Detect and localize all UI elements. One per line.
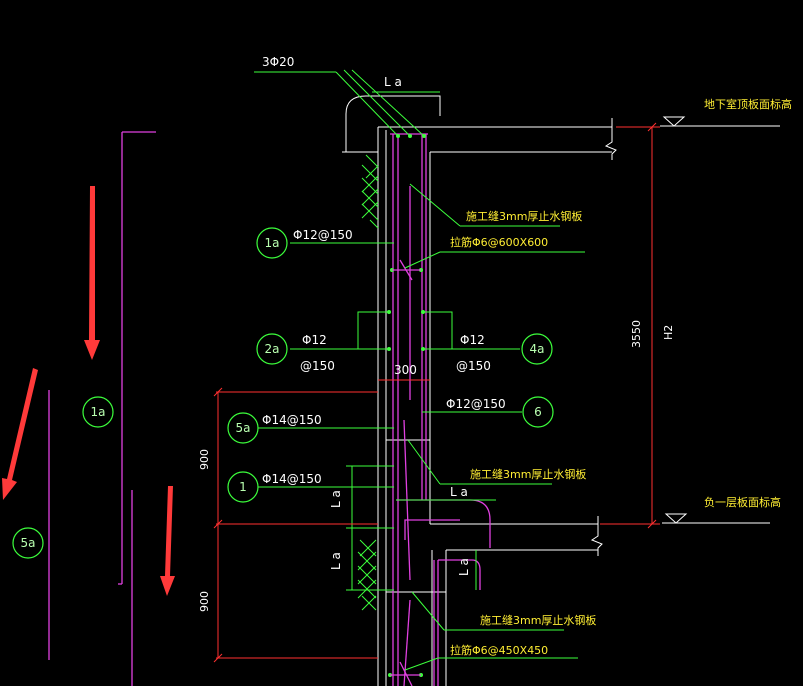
- label-dim3550: 3550: [630, 320, 643, 348]
- label-top-bar: 3Φ20: [262, 55, 294, 69]
- bubble-1a: [256, 227, 288, 259]
- label-rebar-1a: Φ12@150: [293, 228, 353, 242]
- label-tie1: 拉筋Φ6@600X600: [450, 235, 548, 249]
- bubble-1a-text: 1a: [265, 236, 280, 250]
- label-la-top: L a: [384, 75, 402, 89]
- label-tie2: 拉筋Φ6@450X450: [450, 643, 548, 657]
- bubble-6: [522, 396, 554, 428]
- label-la-v3: L a: [457, 558, 471, 576]
- label-rebar-5a: Φ14@150: [262, 413, 322, 427]
- label-spacing-right: @150: [456, 359, 491, 373]
- dimension-lines: [213, 122, 660, 663]
- label-dia12-right: Φ12: [460, 333, 485, 347]
- label-sheet2: 施工缝3mm厚止水钢板: [470, 467, 586, 481]
- bubble-4a: [521, 333, 553, 365]
- label-dim300: 300: [394, 363, 417, 377]
- label-la-mid: L a: [450, 485, 468, 499]
- bubble-4a-text: 4a: [530, 342, 545, 356]
- bubble-5a-far: [12, 527, 44, 559]
- bubble-1: [227, 471, 259, 503]
- bubble-5a-far-text: 5a: [21, 536, 36, 550]
- label-rebar-6: Φ12@150: [446, 397, 506, 411]
- bubble-1-text: 1: [239, 480, 247, 494]
- label-dim900a: 900: [198, 449, 211, 470]
- elevation-markers: [660, 116, 780, 524]
- red-arrows: [2, 186, 175, 596]
- label-dim900b: 900: [198, 591, 211, 612]
- bubble-2a-text: 2a: [265, 342, 280, 356]
- label-la-v1: L a: [329, 490, 343, 508]
- bubble-5a: [227, 412, 259, 444]
- bubble-1a-far-text: 1a: [91, 405, 106, 419]
- label-spacing-left: @150: [300, 359, 335, 373]
- bubble-1a-far: [82, 396, 114, 428]
- bubble-2a: [256, 333, 288, 365]
- label-sheet3: 施工缝3mm厚止水钢板: [480, 613, 596, 627]
- label-h2: H2: [662, 325, 675, 340]
- tie-marks: [387, 259, 425, 686]
- bubble-5a-text: 5a: [236, 421, 251, 435]
- bubble-6-text: 6: [534, 405, 542, 419]
- label-dia12-left: Φ12: [302, 333, 327, 347]
- label-la-v2: L a: [329, 552, 343, 570]
- label-elev-top: 地下室顶板面标高: [704, 97, 792, 111]
- leader-lines: [254, 69, 585, 671]
- hatch-left: [357, 154, 379, 611]
- label-sheet1: 施工缝3mm厚止水钢板: [466, 209, 582, 223]
- top-hook: [342, 95, 441, 153]
- bubbles: 1a 2a 4a 5a 6 1 1a 5a: [12, 227, 554, 559]
- text-labels: 3Φ20 L a 施工缝3mm厚止水钢板 拉筋Φ6@600X600 Φ12@15…: [198, 55, 792, 657]
- label-rebar-1: Φ14@150: [262, 472, 322, 486]
- label-elev-mid: 负一层板面标高: [704, 495, 781, 509]
